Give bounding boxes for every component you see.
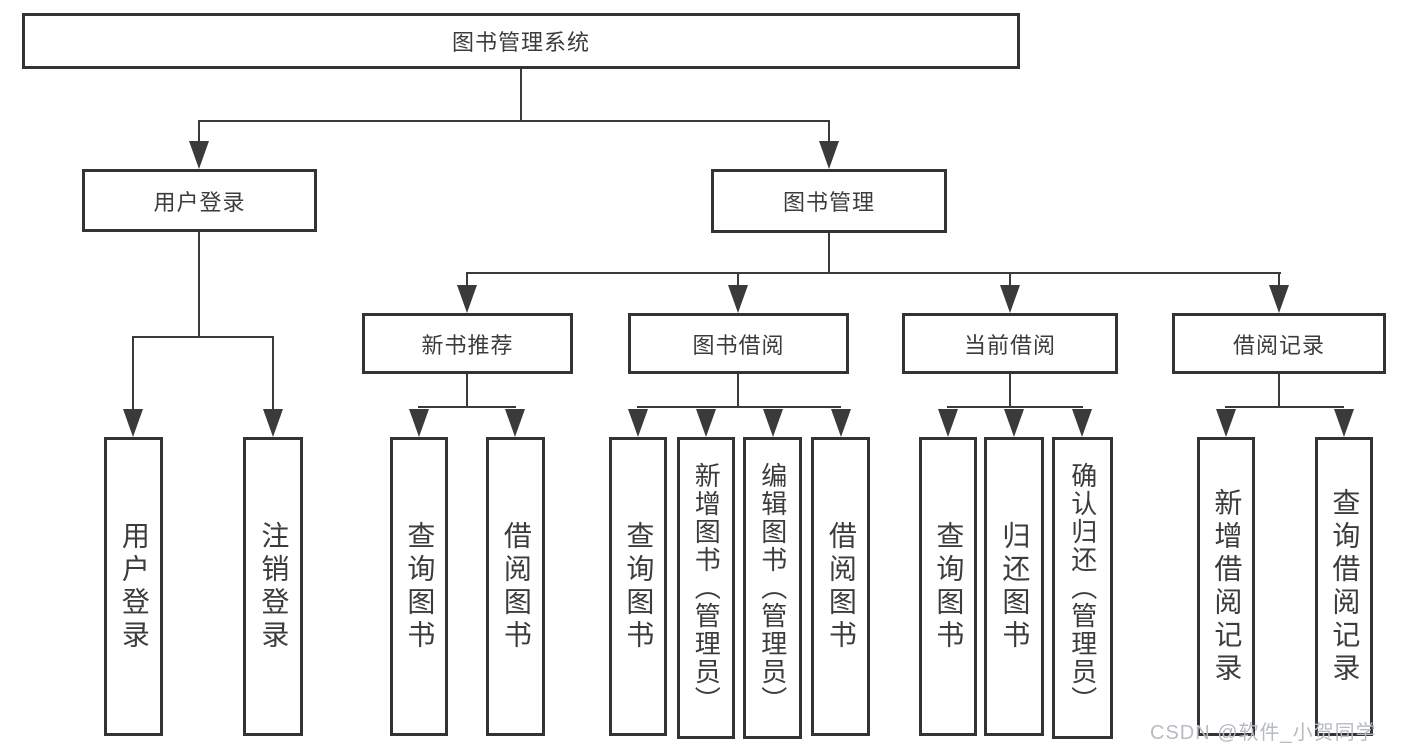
connector-line (947, 406, 1083, 408)
connector-line (737, 272, 739, 288)
arrowhead-down-icon (263, 409, 283, 437)
arrowhead-down-icon (1072, 409, 1092, 437)
leaf-add-borrow-record: 新增借阅记录 (1197, 437, 1255, 736)
arrowhead-down-icon (409, 409, 429, 437)
connector-line (418, 406, 516, 408)
connector-line (198, 120, 200, 144)
csdn-watermark: CSDN @软件_小贺同学 (1150, 722, 1377, 744)
node-label: 用户登录 (153, 189, 246, 215)
connector-line (466, 374, 468, 406)
arrowhead-down-icon (938, 409, 958, 437)
connector-line (198, 232, 200, 336)
leaf-add-books-admin: 新增图书（管理员） (677, 437, 735, 739)
leaf-borrow-books-2: 借阅图书 (811, 437, 870, 736)
leaf-label: 借阅图书 (825, 520, 857, 653)
arrowhead-down-icon (763, 409, 783, 437)
connector-line (737, 374, 739, 406)
arrowhead-down-icon (1334, 409, 1354, 437)
connector-line (272, 336, 274, 411)
node-book-management: 图书管理 (711, 169, 947, 233)
arrowhead-down-icon (505, 409, 525, 437)
leaf-label: 查询图书 (404, 520, 436, 653)
leaf-label: 查询借阅记录 (1329, 487, 1361, 686)
arrowhead-down-icon (831, 409, 851, 437)
connector-line (466, 272, 468, 288)
leaf-query-books-2: 查询图书 (609, 437, 667, 736)
leaf-label: 新增借阅记录 (1211, 487, 1243, 686)
connector-line (1225, 406, 1344, 408)
connector-line (828, 120, 830, 144)
leaf-query-books-3: 查询图书 (919, 437, 977, 736)
leaf-return-books: 归还图书 (984, 437, 1044, 736)
node-current-borrowing: 当前借阅 (902, 313, 1118, 374)
arrowhead-down-icon (123, 409, 143, 437)
arrowhead-down-icon (1004, 409, 1024, 437)
node-borrowing-records: 借阅记录 (1172, 313, 1386, 374)
leaf-borrow-books-1: 借阅图书 (486, 437, 545, 736)
connector-line (1009, 272, 1011, 288)
leaf-label: 归还图书 (999, 520, 1031, 653)
node-label: 图书管理 (782, 190, 875, 215)
leaf-query-books-1: 查询图书 (390, 437, 448, 736)
leaf-label: 用户登录 (118, 520, 150, 653)
connector-line (1009, 374, 1011, 406)
connector-line (132, 336, 274, 338)
node-label: 图书借阅 (692, 332, 785, 358)
connector-line (1278, 272, 1280, 288)
connector-line (520, 69, 522, 120)
leaf-label: 查询图书 (623, 520, 655, 653)
arrowhead-down-icon (728, 285, 748, 313)
connector-line (1278, 374, 1280, 406)
connector-line (828, 233, 830, 272)
arrowhead-down-icon (819, 141, 839, 169)
node-library-management-system: 图书管理系统 (22, 13, 1020, 69)
connector-line (466, 272, 1281, 274)
leaf-logout: 注销登录 (243, 437, 303, 736)
leaf-edit-books-admin: 编辑图书（管理员） (743, 437, 802, 739)
leaf-label: 新增图书（管理员） (691, 462, 722, 714)
node-label: 当前借阅 (963, 332, 1056, 358)
arrowhead-down-icon (1000, 285, 1020, 313)
leaf-label: 编辑图书（管理员） (757, 462, 788, 714)
leaf-user-login: 用户登录 (104, 437, 163, 736)
arrowhead-down-icon (189, 141, 209, 169)
node-label: 图书管理系统 (451, 30, 590, 55)
arrowhead-down-icon (696, 409, 716, 437)
arrowhead-down-icon (1269, 285, 1289, 313)
leaf-confirm-return-admin: 确认归还（管理员） (1052, 437, 1113, 739)
leaf-label: 查询图书 (933, 520, 965, 653)
leaf-label: 确认归还（管理员） (1067, 462, 1098, 714)
node-book-borrowing: 图书借阅 (628, 313, 849, 374)
node-new-book-recommendation: 新书推荐 (362, 313, 573, 374)
node-label: 借阅记录 (1232, 332, 1325, 358)
arrowhead-down-icon (1216, 409, 1236, 437)
connector-line (132, 336, 134, 411)
arrowhead-down-icon (457, 285, 477, 313)
leaf-label: 借阅图书 (500, 520, 532, 653)
connector-line (637, 406, 841, 408)
leaf-label: 注销登录 (258, 520, 290, 653)
leaf-query-borrow-record: 查询借阅记录 (1315, 437, 1373, 736)
node-label: 新书推荐 (421, 332, 514, 358)
node-user-login: 用户登录 (82, 169, 317, 232)
connector-line (198, 120, 830, 122)
arrowhead-down-icon (628, 409, 648, 437)
